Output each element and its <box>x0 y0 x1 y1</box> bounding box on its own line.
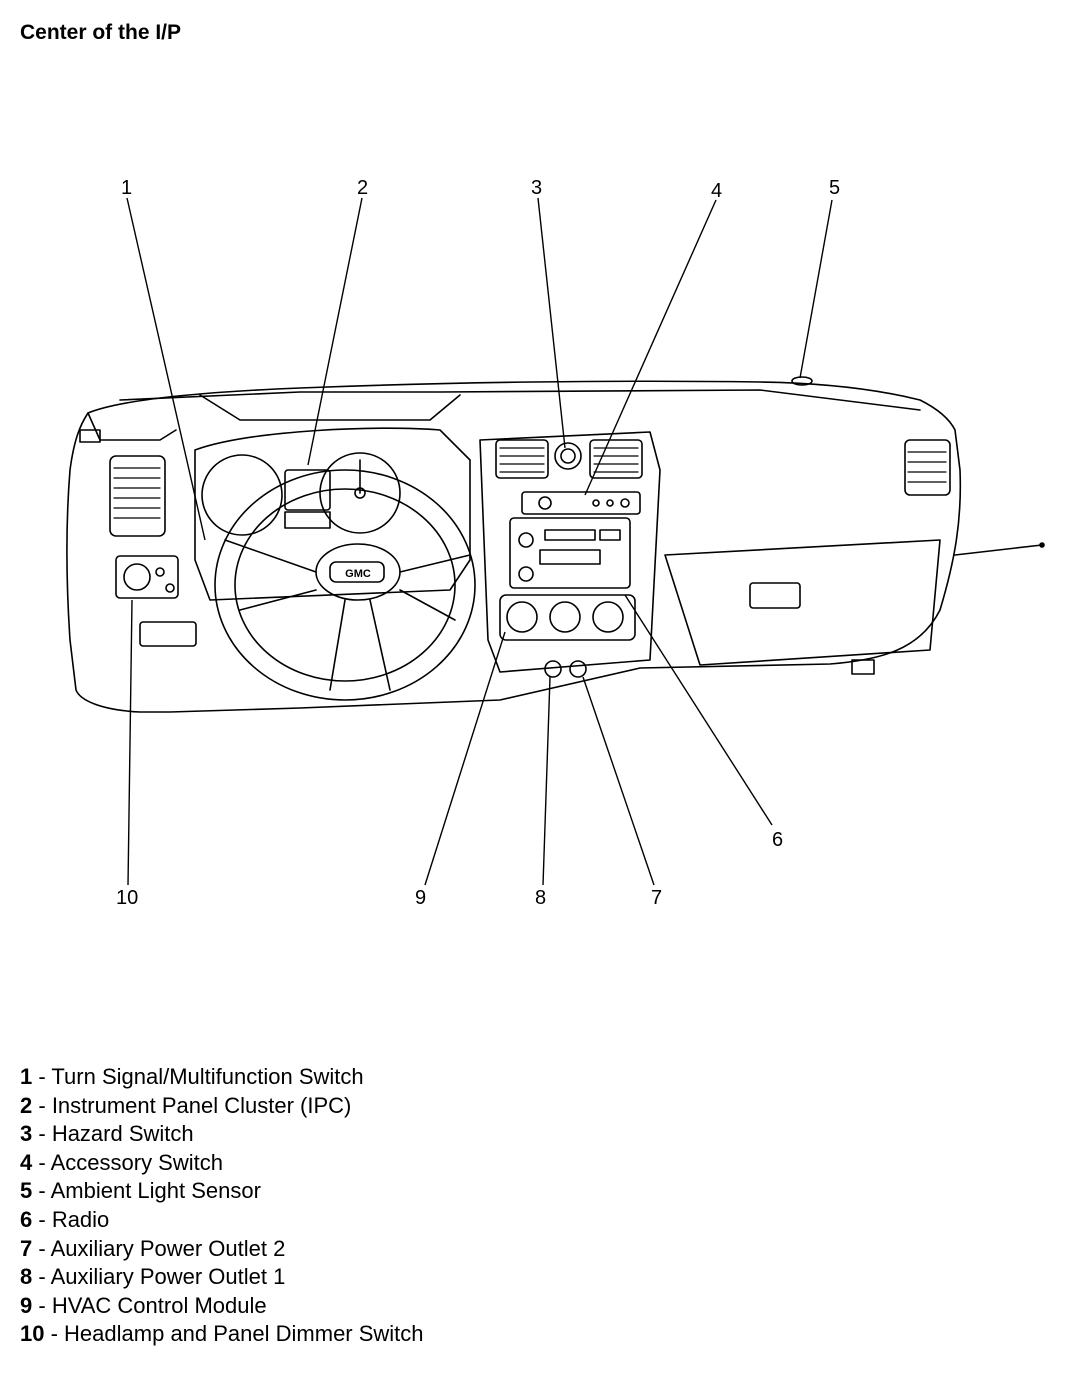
legend-label: Auxiliary Power Outlet 1 <box>50 1264 286 1290</box>
legend-label: HVAC Control Module <box>51 1292 267 1318</box>
legend-number: 7 <box>20 1235 33 1261</box>
leader-6 <box>624 594 773 826</box>
legend-separator: - <box>32 1206 52 1232</box>
legend-separator: - <box>32 1292 52 1318</box>
steering-badge: GMC <box>345 568 371 580</box>
tachometer <box>201 454 283 536</box>
callout-number-9: 9 <box>415 887 426 909</box>
hvac-control-module <box>499 594 636 641</box>
callout-number-8: 8 <box>535 887 546 909</box>
legend-label: Headlamp and Panel Dimmer Switch <box>64 1321 424 1347</box>
accessory-switch-strip <box>521 491 641 515</box>
legend-label: Hazard Switch <box>51 1121 194 1147</box>
legend: 1 - Turn Signal/Multifunction Switch 2 -… <box>20 1063 424 1349</box>
legend-item: 4 - Accessory Switch <box>20 1149 424 1178</box>
power-outlet-2 <box>569 660 587 678</box>
leader-1 <box>126 197 206 541</box>
hvac-knob-fan <box>506 601 538 633</box>
center-vent-left <box>495 439 549 479</box>
callout-number-10: 10 <box>116 887 138 909</box>
center-vent-right <box>589 439 643 479</box>
legend-number: 9 <box>20 1292 33 1318</box>
legend-number: 1 <box>20 1064 33 1089</box>
dashboard-diagram: GMC 1 2 3 4 5 6 7 8 9 10 <box>66 177 1045 909</box>
legend-label: Ambient Light Sensor <box>50 1178 261 1204</box>
legend-number: 5 <box>20 1178 33 1204</box>
leader-7 <box>582 676 655 886</box>
legend-label: Auxiliary Power Outlet 2 <box>50 1235 286 1261</box>
legend-item: 5 - Ambient Light Sensor <box>20 1177 424 1206</box>
speedometer <box>319 452 401 534</box>
leader-9 <box>424 631 506 886</box>
cluster-hood <box>194 427 471 601</box>
radio <box>509 517 631 589</box>
legend-label: Instrument Panel Cluster (IPC) <box>51 1092 352 1118</box>
legend-number: 10 <box>20 1321 45 1347</box>
legend-item: 3 - Hazard Switch <box>20 1120 424 1149</box>
hvac-knob-temp <box>592 601 624 633</box>
legend-label: Accessory Switch <box>50 1149 223 1175</box>
legend-separator: - <box>32 1064 52 1089</box>
glovebox <box>664 539 941 666</box>
legend-item: 6 - Radio <box>20 1206 424 1235</box>
center-stack <box>479 431 661 673</box>
callout-number-3: 3 <box>531 177 542 199</box>
leader-10 <box>127 599 133 886</box>
legend-label: Radio <box>51 1206 110 1232</box>
hazard-switch <box>554 442 582 470</box>
leader-3 <box>537 197 566 449</box>
legend-separator: - <box>32 1121 52 1147</box>
callout-number-1: 1 <box>121 177 132 199</box>
legend-number: 4 <box>20 1149 33 1175</box>
legend-separator: - <box>32 1092 52 1118</box>
legend-separator: - <box>32 1264 51 1290</box>
legend-item: 1 - Turn Signal/Multifunction Switch <box>20 1063 424 1092</box>
power-outlet-1 <box>544 660 562 678</box>
headlamp-switch-panel <box>115 555 179 599</box>
leader-5 <box>799 199 833 379</box>
right-vent <box>904 439 951 496</box>
ambient-light-sensor <box>791 376 813 386</box>
legend-item: 9 - HVAC Control Module <box>20 1292 424 1321</box>
legend-separator: - <box>32 1235 51 1261</box>
callout-number-4: 4 <box>711 180 722 202</box>
legend-item: 10 - Headlamp and Panel Dimmer Switch <box>20 1320 424 1349</box>
steering-wheel <box>214 469 476 701</box>
legend-item: 8 - Auxiliary Power Outlet 1 <box>20 1263 424 1292</box>
legend-separator: - <box>32 1178 51 1204</box>
callout-number-2: 2 <box>357 177 368 199</box>
callout-number-7: 7 <box>651 887 662 909</box>
legend-number: 6 <box>20 1206 33 1232</box>
hvac-knob-mode <box>549 601 581 633</box>
legend-label: Turn Signal/Multifunction Switch <box>51 1064 364 1089</box>
legend-item: 7 - Auxiliary Power Outlet 2 <box>20 1235 424 1264</box>
legend-item: 2 - Instrument Panel Cluster (IPC) <box>20 1092 424 1121</box>
callout-number-5: 5 <box>829 177 840 199</box>
leader-8 <box>542 676 551 886</box>
callout-number-6: 6 <box>772 829 783 851</box>
left-vent <box>109 455 166 537</box>
leader-4 <box>584 199 717 496</box>
dashboard-outline <box>66 380 962 713</box>
legend-number: 8 <box>20 1264 33 1290</box>
page-title: Center of the I/P <box>20 21 182 44</box>
legend-separator: - <box>32 1149 51 1175</box>
leader-2 <box>307 197 363 466</box>
legend-number: 3 <box>20 1121 33 1147</box>
legend-number: 2 <box>20 1092 33 1118</box>
legend-separator: - <box>44 1321 65 1347</box>
